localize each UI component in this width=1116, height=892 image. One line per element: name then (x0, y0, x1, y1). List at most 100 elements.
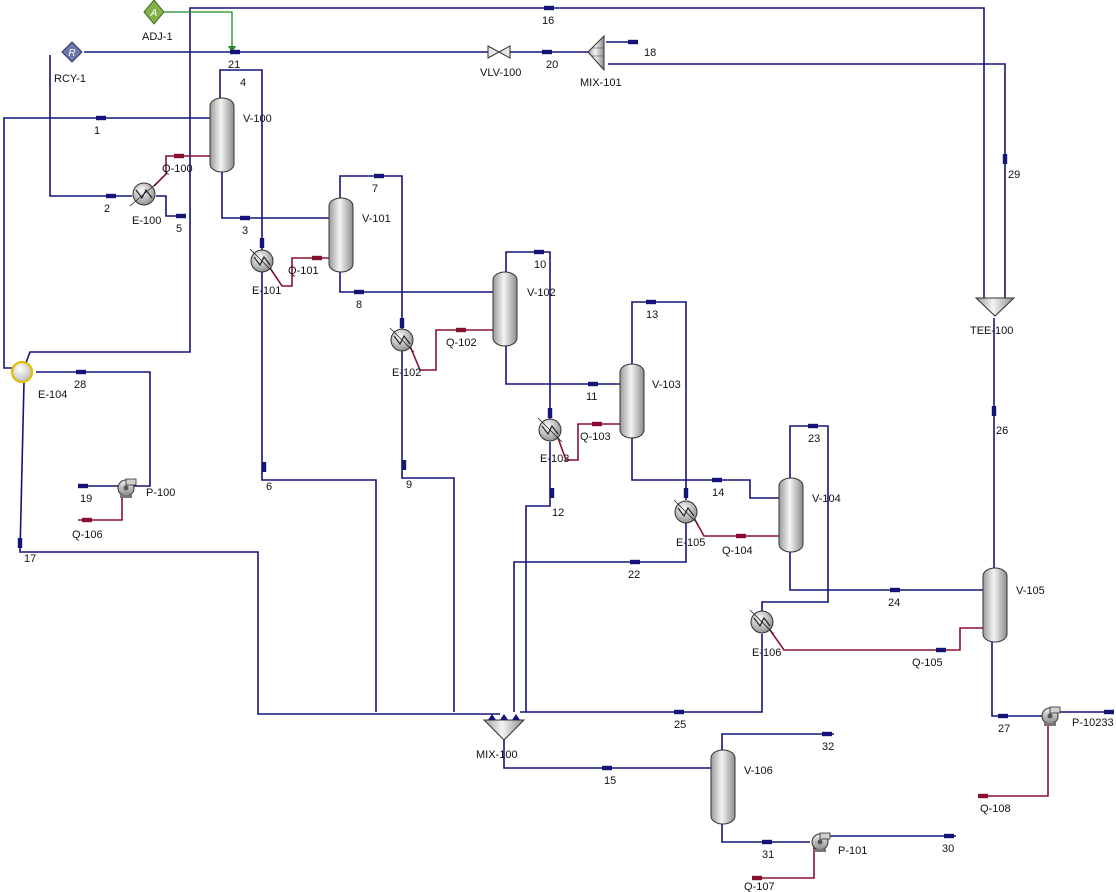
label-v-102: V-102 (527, 287, 556, 299)
q-106-line[interactable] (78, 496, 123, 521)
stream-10-line[interactable] (505, 251, 551, 420)
stream-label-30: 30 (942, 843, 954, 855)
label-p-100: P-100 (146, 487, 175, 499)
adj-1-block[interactable]: A (143, 0, 165, 25)
label-e-102: E-102 (392, 367, 421, 379)
stream-13-line[interactable] (631, 301, 687, 500)
label-e-101: E-101 (252, 285, 281, 297)
mix-100-mixer[interactable] (482, 714, 526, 741)
v-101-vessel[interactable] (328, 197, 354, 273)
stream-label-19: 19 (80, 493, 92, 505)
energy-label-q-101: Q-101 (288, 265, 319, 277)
e-100-heater[interactable] (129, 181, 159, 207)
e-105-heater[interactable] (673, 499, 699, 525)
stream-label-10: 10 (534, 259, 546, 271)
stream-label-31: 31 (762, 849, 774, 861)
stream-3-line[interactable] (221, 172, 330, 219)
stream-14-line[interactable] (631, 438, 780, 499)
stream-7-line[interactable] (339, 175, 403, 330)
stream-25-line[interactable] (520, 634, 763, 713)
svg-text:R: R (68, 48, 75, 59)
stream-17-line[interactable] (19, 381, 500, 715)
stream-label-14: 14 (712, 487, 724, 499)
e-104-cooler[interactable] (10, 360, 34, 384)
stream-label-2: 2 (104, 203, 110, 215)
stream-28-line[interactable] (36, 371, 151, 487)
stream-label-9: 9 (406, 479, 412, 491)
energy-label-q-105: Q-105 (912, 657, 943, 669)
label-vlv-100: VLV-100 (480, 67, 521, 79)
stream-22-line[interactable] (513, 522, 687, 712)
stream-31-line[interactable] (721, 822, 810, 843)
vlv-100-valve[interactable] (487, 45, 511, 59)
q-105-line[interactable] (769, 627, 984, 651)
v-106-vessel[interactable] (710, 749, 736, 825)
q-108-line[interactable] (978, 722, 1049, 797)
energy-label-q-103: Q-103 (580, 431, 611, 443)
energy-label-q-102: Q-102 (446, 337, 477, 349)
stream-label-17: 17 (24, 553, 36, 565)
stream-16-line[interactable] (23, 7, 985, 369)
stream-6-line[interactable] (261, 272, 377, 712)
stream-label-23: 23 (808, 433, 820, 445)
tee-100-splitter[interactable] (974, 297, 1016, 317)
v-104-vessel[interactable] (778, 477, 804, 553)
stream-label-24: 24 (888, 597, 900, 609)
v-102-vessel[interactable] (492, 271, 518, 347)
stream-label-7: 7 (372, 183, 378, 195)
stream-label-12: 12 (552, 507, 564, 519)
stream-5-line[interactable] (156, 195, 186, 217)
stream-label-6: 6 (266, 481, 272, 493)
label-e-106: E-106 (752, 647, 781, 659)
stream-label-3: 3 (242, 225, 248, 237)
stream-label-26: 26 (996, 425, 1008, 437)
v-100-vessel[interactable] (209, 97, 235, 173)
stream-27-line[interactable] (991, 642, 1042, 717)
stream-15-line[interactable] (503, 730, 712, 769)
q-101-line[interactable] (269, 257, 330, 287)
stream-9-line[interactable] (401, 350, 455, 712)
stream-label-27: 27 (998, 723, 1010, 735)
stream-29-line[interactable] (608, 63, 1006, 298)
v-105-vessel[interactable] (982, 567, 1008, 643)
stream-4-line[interactable] (219, 69, 263, 250)
stream-label-16: 16 (542, 15, 554, 27)
label-v-100: V-100 (243, 113, 272, 125)
svg-text:A: A (150, 8, 158, 19)
adj-signal-line (162, 11, 233, 50)
q-104-line[interactable] (693, 517, 780, 537)
energy-labels: Q-100 Q-101 Q-102 Q-103 Q-104 Q-105 Q-10… (72, 163, 1011, 892)
q-102-line[interactable] (409, 329, 494, 371)
p-102-pump[interactable] (1041, 706, 1061, 726)
e-101-heater[interactable] (249, 248, 275, 274)
label-v-106: V-106 (744, 765, 773, 777)
stream-23-line[interactable] (761, 425, 829, 612)
stream-label-1: 1 (94, 125, 100, 137)
stream-24-line[interactable] (789, 552, 984, 591)
adj-signal-arrow (228, 46, 236, 53)
stream-label-5: 5 (176, 223, 182, 235)
stream-8-line[interactable] (339, 272, 494, 293)
energy-streams (78, 155, 1049, 879)
label-mix-101: MIX-101 (580, 77, 622, 89)
p-101-pump[interactable] (811, 832, 831, 852)
stream-label-4: 4 (240, 77, 246, 89)
stream-label-28: 28 (74, 379, 86, 391)
stream-11-line[interactable] (505, 346, 620, 385)
stream-recycle-out[interactable] (49, 55, 132, 197)
v-103-vessel[interactable] (619, 363, 645, 439)
q-107-line[interactable] (752, 846, 815, 879)
e-106-heater[interactable] (749, 609, 775, 635)
material-streams (3, 7, 1112, 843)
energy-label-q-107: Q-107 (744, 881, 775, 892)
label-v-103: V-103 (652, 379, 681, 391)
mix-101-mixer[interactable] (587, 34, 605, 72)
label-e-103: E-103 (540, 453, 569, 465)
e-103-heater[interactable] (537, 417, 563, 443)
e-102-heater[interactable] (389, 327, 415, 353)
stream-32-line[interactable] (721, 733, 834, 752)
stream-12-line[interactable] (525, 442, 551, 712)
p-100-pump[interactable] (117, 478, 137, 498)
rcy-1-block[interactable]: R (61, 41, 83, 63)
q-100-line[interactable] (153, 155, 210, 187)
